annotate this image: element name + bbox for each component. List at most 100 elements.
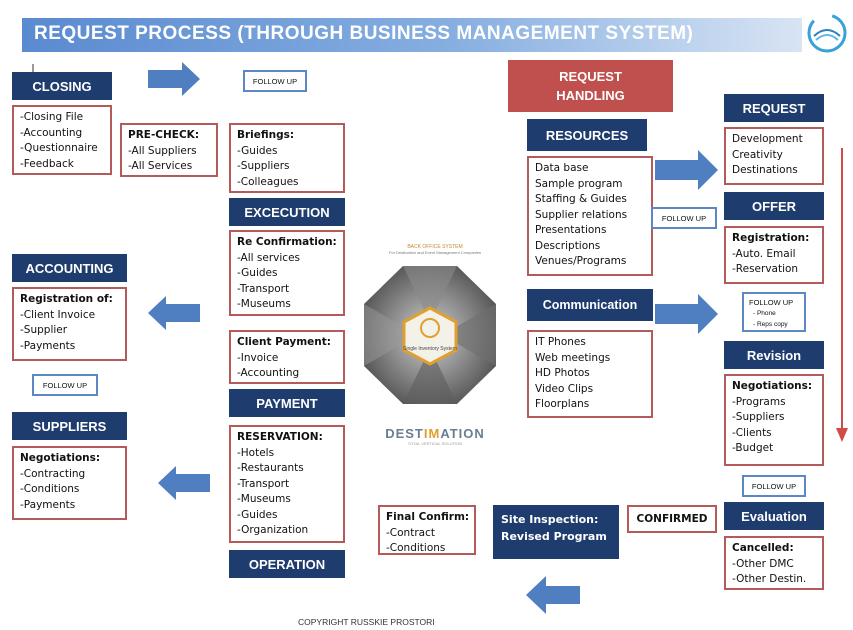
suppliers-heading: Negotiations: <box>20 452 101 464</box>
precheck-item: -All Services <box>128 160 193 172</box>
resources-item: Sample program <box>535 177 623 190</box>
client-payment-item: -Accounting <box>237 367 300 379</box>
offer-header: OFFER <box>724 192 824 220</box>
briefings-item: -Suppliers <box>237 160 290 172</box>
follow-up-resources-box: FOLLOW UP <box>651 207 717 229</box>
suppliers-box: Negotiations: -Contracting -Conditions -… <box>12 446 127 520</box>
site-inspection-line: Site Inspection: <box>501 513 599 526</box>
revision-heading: Negotiations: <box>732 380 813 392</box>
title-banner: REQUEST PROCESS (THROUGH BUSINESS MANAGE… <box>22 18 802 52</box>
resources-item: Presentations <box>535 224 607 236</box>
request-handling-line: REQUEST <box>559 69 622 84</box>
reservation-item: -Transport <box>237 477 290 490</box>
evaluation-header: Evaluation <box>724 502 824 530</box>
follow-up-revision-box: FOLLOW UP <box>742 475 806 497</box>
suppliers-item: -Conditions <box>20 483 80 495</box>
accounting-item: -Client Invoice <box>20 308 96 321</box>
closing-title: CLOSING <box>32 78 92 94</box>
precheck-title: PRE-CHECK: <box>128 129 200 141</box>
brand-subtitle: TOTAL VERTICAL SOLUTION <box>407 441 463 446</box>
communication-item: Floorplans <box>535 398 590 410</box>
evaluation-item: -Other DMC <box>732 557 794 570</box>
accounting-item: -Payments <box>20 339 76 352</box>
reconfirmation-box: Re Confirmation: -All services -Guides -… <box>229 230 345 316</box>
company-logo <box>806 12 848 54</box>
brand-part: DEST <box>385 426 424 441</box>
accounting-box: Registration of: -Client Invoice -Suppli… <box>12 287 127 361</box>
request-handling-line: HANDLING <box>556 88 625 103</box>
client-payment-heading: Client Payment: <box>237 336 331 348</box>
resources-item: Data base <box>535 162 589 174</box>
suppliers-item: -Payments <box>20 498 76 511</box>
evaluation-heading: Cancelled: <box>732 542 794 554</box>
follow-up-label: FOLLOW UP <box>751 481 797 491</box>
suppliers-title: SUPPLIERS <box>32 418 107 434</box>
closing-item: -Feedback <box>20 157 74 170</box>
resources-item: Staffing & Guides <box>535 193 627 205</box>
briefings-item: -Guides <box>237 144 278 157</box>
accounting-heading: Registration of: <box>20 293 113 305</box>
resources-item: Supplier relations <box>535 208 628 221</box>
closing-box: -Closing File -Accounting -Questionnaire… <box>12 105 112 175</box>
request-box: Development Creativity Destinations <box>724 127 824 185</box>
reservation-item: -Organization <box>237 524 309 536</box>
precheck-box: PRE-CHECK: -All Suppliers -All Services <box>120 123 218 177</box>
confirmed-box: CONFIRMED <box>627 505 717 533</box>
request-item: Development <box>732 133 803 145</box>
offer-item: -Reservation <box>732 263 799 275</box>
execution-header: EXCECUTION <box>229 198 345 226</box>
revision-header: Revision <box>724 341 824 369</box>
closing-header: CLOSING <box>12 72 112 100</box>
reconfirmation-heading: Re Confirmation: <box>237 236 337 248</box>
follow-up-top-box: FOLLOW UP <box>243 70 307 92</box>
revision-box: Negotiations: -Programs -Suppliers -Clie… <box>724 374 824 466</box>
closing-item: -Closing File <box>20 111 84 123</box>
communication-item: IT Phones <box>535 336 586 348</box>
request-item: Creativity <box>732 148 783 161</box>
confirmed-label: CONFIRMED <box>636 513 708 525</box>
follow-up-offer-box: FOLLOW UP - Phone - Reps copy <box>742 292 806 332</box>
revision-item: -Budget <box>732 442 774 454</box>
evaluation-box: Cancelled: -Other DMC -Other Destin. <box>724 536 824 590</box>
precheck-item: -All Suppliers <box>128 144 197 157</box>
resources-item: Descriptions <box>535 239 601 252</box>
final-confirm-box: Final Confirm: -Contract -Conditions <box>378 505 476 555</box>
final-confirm-item: -Contract <box>386 526 435 539</box>
site-inspection-line: Revised Program <box>501 530 607 543</box>
follow-up-label: FOLLOW UP <box>252 76 298 86</box>
briefings-heading: Briefings: <box>237 129 295 141</box>
follow-up-mid-box: FOLLOW UP <box>32 374 98 396</box>
arrow-down-icon <box>836 428 848 442</box>
payment-header: PAYMENT <box>229 389 345 417</box>
arrow-right-icon <box>655 294 718 334</box>
final-confirm-heading: Final Confirm: <box>386 511 470 523</box>
communication-item: Web meetings <box>535 351 611 364</box>
evaluation-item: -Other Destin. <box>732 573 807 585</box>
revision-item: -Clients <box>732 426 772 439</box>
reservation-item: -Guides <box>237 508 278 521</box>
communication-box: IT Phones Web meetings HD Photos Video C… <box>527 330 653 418</box>
revision-item: -Programs <box>732 395 786 408</box>
reservation-item: -Restaurants <box>237 462 304 474</box>
request-header: REQUEST <box>724 94 824 122</box>
accounting-item: -Supplier <box>20 324 68 336</box>
arrow-right-icon <box>655 150 718 190</box>
communication-title: Communication <box>542 298 638 312</box>
resources-title: RESOURCES <box>545 127 629 143</box>
resources-box: Data base Sample program Staffing & Guid… <box>527 156 653 276</box>
reconfirmation-item: -Transport <box>237 282 290 295</box>
site-inspection-box: Site Inspection: Revised Program <box>493 505 619 559</box>
arrow-left-icon <box>148 296 200 330</box>
suppliers-header: SUPPLIERS <box>12 412 127 440</box>
offer-heading: Registration: <box>732 232 810 244</box>
follow-up-item: - Reps copy <box>753 321 788 328</box>
reconfirmation-item: -Museums <box>237 298 291 310</box>
request-item: Destinations <box>732 164 798 176</box>
reconfirmation-item: -All services <box>237 251 300 264</box>
brand-part: ATION <box>440 426 485 441</box>
briefings-item: -Colleagues <box>237 175 299 188</box>
arrow-left-icon <box>526 576 580 614</box>
page-title: REQUEST PROCESS (THROUGH BUSINESS MANAGE… <box>34 23 694 44</box>
offer-item: -Auto. Email <box>732 247 796 260</box>
payment-title: PAYMENT <box>256 395 318 411</box>
